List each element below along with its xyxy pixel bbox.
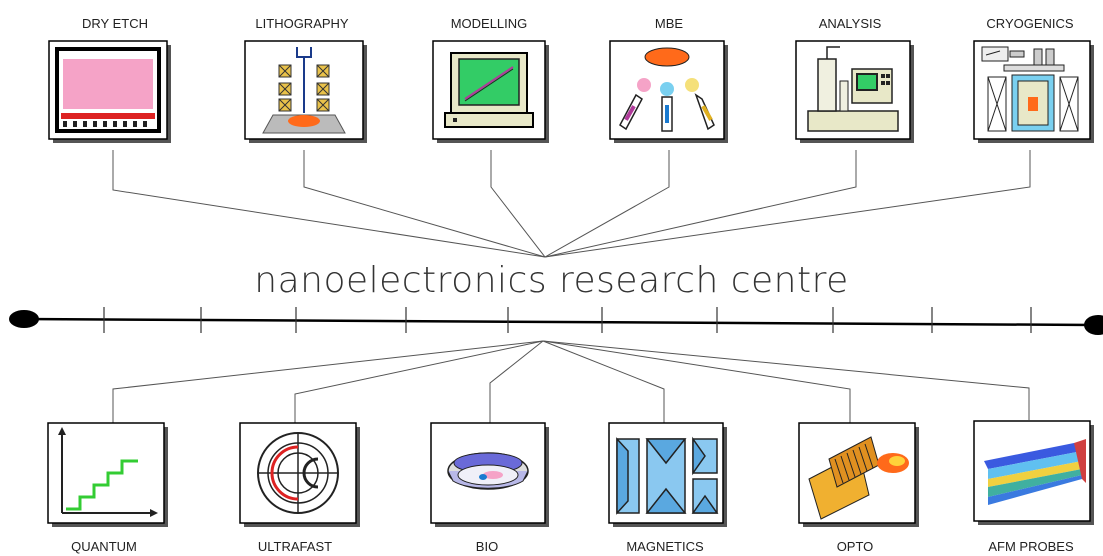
timeline-axis (9, 307, 1103, 335)
bio-icon (430, 422, 549, 527)
label-dry-etch: DRY ETCH (82, 16, 148, 31)
label-bio: BIO (475, 539, 499, 554)
top-connectors (112, 150, 1031, 258)
cryogenics-icon (973, 40, 1094, 143)
bottom-connectors (112, 340, 1030, 425)
label-opto: OPTO (836, 539, 874, 554)
ultrafast-icon (239, 422, 360, 527)
modelling-icon (432, 40, 549, 143)
opto-icon (798, 422, 919, 527)
label-magnetics: MAGNETICS (626, 539, 704, 554)
centre-title: nanoelectronics research centre (254, 260, 849, 301)
mbe-icon (609, 40, 728, 143)
analysis-icon (795, 40, 914, 143)
label-lithography: LITHOGRAPHY (255, 16, 349, 31)
label-ultrafast: ULTRAFAST (257, 539, 333, 554)
lithography-icon (244, 40, 367, 143)
label-modelling: MODELLING (450, 16, 528, 31)
label-analysis: ANALYSIS (818, 16, 882, 31)
label-quantum: QUANTUM (71, 539, 137, 554)
dry-etch-icon (48, 40, 171, 143)
quantum-icon (47, 422, 168, 527)
label-mbe: MBE (654, 16, 684, 31)
label-afm-probes: AFM PROBES (988, 539, 1074, 554)
afm-probes-icon (973, 420, 1094, 525)
magnetics-icon (608, 422, 727, 527)
label-cryogenics: CRYOGENICS (986, 16, 1074, 31)
